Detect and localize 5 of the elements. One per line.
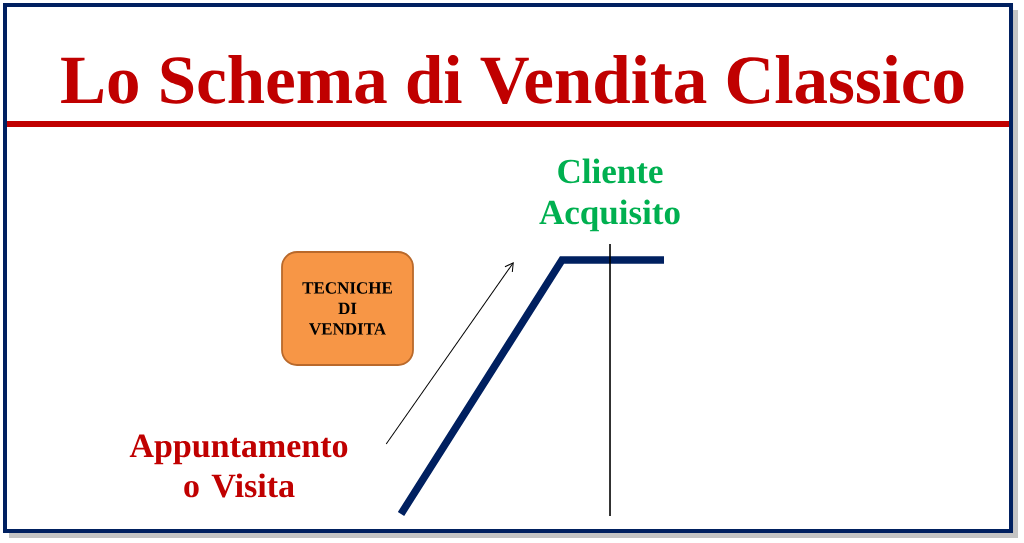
stage-label: Appuntamento o Visita bbox=[129, 434, 348, 498]
rounded-box: TECNICHE DI VENDITA bbox=[281, 251, 414, 366]
stage-label: Cliente Acquisito bbox=[539, 158, 680, 232]
arrow bbox=[385, 262, 514, 445]
title: Lo Schema di Vendita Classico bbox=[61, 55, 964, 105]
